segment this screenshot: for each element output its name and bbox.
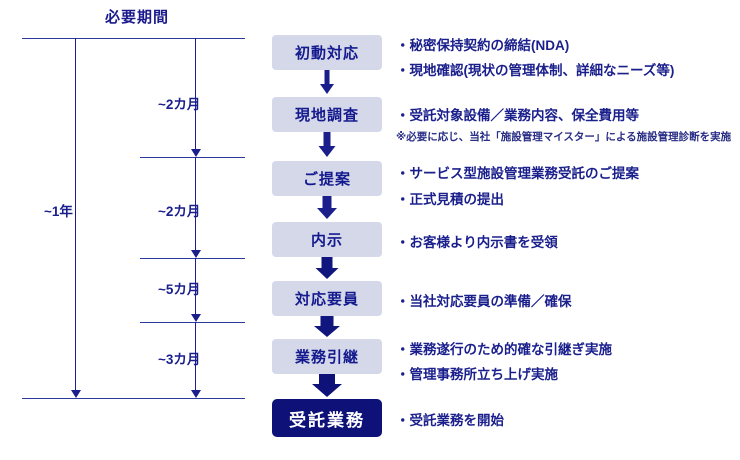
timeline-bottom-rule [22, 398, 245, 399]
detail-7-line-1: ・受託業務を開始 [396, 413, 504, 428]
connector-arrow-5 [314, 316, 340, 337]
timeline-tick-rule-2 [140, 258, 245, 259]
connector-arrow-4 [315, 257, 339, 279]
connector-arrow-3 [317, 196, 337, 219]
timeline-axis-seg-4 [195, 322, 196, 394]
duration-label-3months: ~3カ月 [158, 352, 201, 367]
process-step-5[interactable]: 対応要員 [272, 281, 382, 316]
detail-2-line-1: ・受託対象設備／業務内容、保全費用等 [396, 108, 639, 123]
detail-4-line-1: ・お客様より内示書を受領 [396, 235, 558, 250]
timeline-top-rule [22, 38, 245, 39]
timeline-title: 必要期間 [104, 9, 169, 26]
duration-label-1year: ~1年 [44, 204, 73, 219]
detail-6-line-1: ・業務遂行のため的確な引継ぎ実施 [396, 342, 612, 357]
detail-2-note: ※必要に応じ、当社「施設管理マイスター」による施設管理診断を実施 [396, 131, 732, 143]
detail-3-line-2: ・正式見積の提出 [396, 192, 504, 207]
process-step-3-label: ご提案 [302, 171, 351, 188]
process-step-7-label: 受託業務 [289, 410, 365, 430]
detail-1-line-1: ・秘密保持契約の締結(NDA) [396, 38, 570, 53]
process-step-1[interactable]: 初動対応 [272, 35, 382, 70]
process-step-6[interactable]: 業務引継 [272, 339, 382, 374]
process-step-4-label: 内示 [310, 232, 343, 249]
timeline-axis-seg-2-arrowhead [190, 250, 201, 258]
process-step-1-label: 初動対応 [294, 45, 359, 62]
connector-arrow-2 [318, 132, 336, 157]
connector-arrow-1 [320, 70, 334, 94]
process-step-6-label: 業務引継 [294, 349, 359, 366]
timeline-axis-total-arrowhead [70, 390, 81, 398]
timeline-axis-total [75, 38, 76, 394]
detail-3-line-1: ・サービス型施設管理業務受託のご提案 [396, 166, 639, 181]
duration-label-2months-second: ~2カ月 [158, 204, 201, 219]
process-step-5-label: 対応要員 [294, 291, 359, 308]
process-step-3[interactable]: ご提案 [272, 161, 382, 196]
timeline-axis-seg-4-arrowhead [190, 390, 201, 398]
timeline-axis-seg-2 [195, 157, 196, 250]
detail-5-line-1: ・当社対応要員の準備／確保 [396, 294, 572, 309]
timeline-axis-seg-3-arrowhead [190, 314, 201, 322]
timeline-tick-rule-3 [140, 322, 245, 323]
timeline-axis-seg-3 [195, 258, 196, 314]
process-step-2-label: 現地調査 [294, 107, 359, 124]
process-step-7-final[interactable]: 受託業務 [272, 399, 382, 437]
process-step-2[interactable]: 現地調査 [272, 97, 382, 132]
detail-6-line-2: ・管理事務所立ち上げ実施 [396, 367, 558, 382]
duration-label-5months: ~5カ月 [158, 282, 201, 297]
connector-arrow-6 [312, 374, 342, 397]
duration-label-2months-first: ~2カ月 [158, 97, 201, 112]
timeline-axis-seg-1 [195, 38, 196, 149]
timeline-tick-rule-1 [140, 157, 245, 158]
detail-1-line-2: ・現地確認(現状の管理体制、詳細なニーズ等) [396, 63, 675, 78]
process-step-4[interactable]: 内示 [272, 222, 382, 257]
timeline-axis-seg-1-arrowhead [190, 149, 201, 157]
